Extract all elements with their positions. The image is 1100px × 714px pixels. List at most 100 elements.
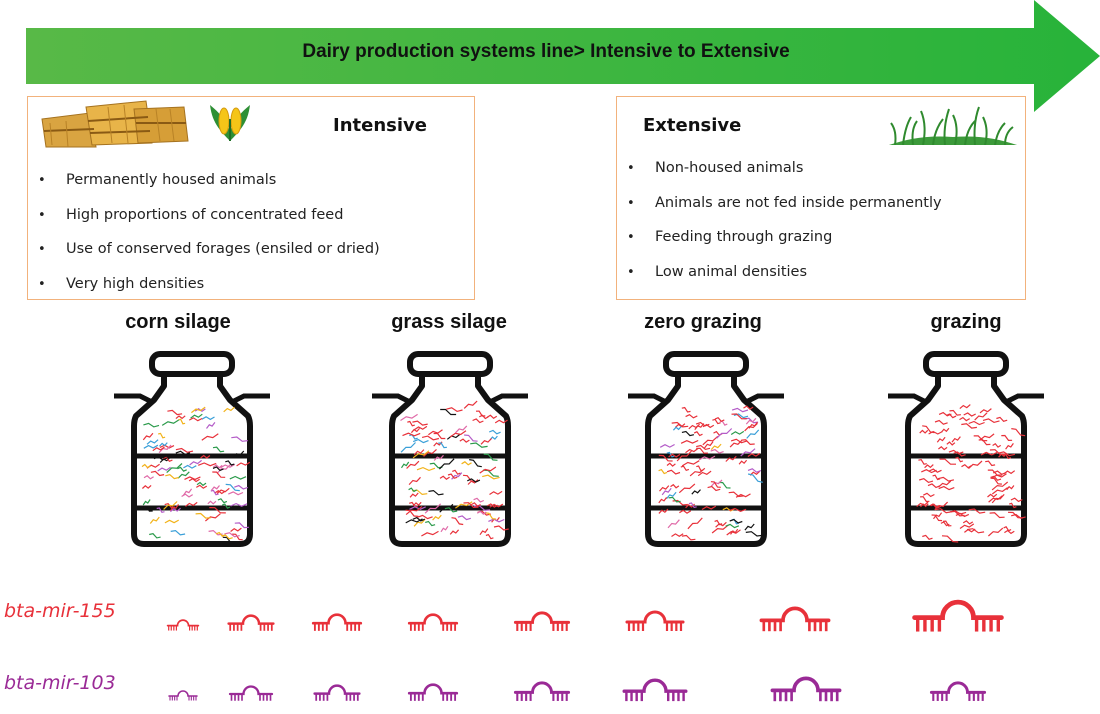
mirna-strand	[714, 416, 725, 423]
mirna-strand	[923, 492, 935, 498]
mirna-strand	[223, 406, 235, 413]
mirna-strand	[421, 435, 440, 441]
mirna-hairpin-icon	[770, 676, 842, 702]
mirna-strand	[661, 487, 672, 496]
mirna-strand	[694, 423, 705, 430]
mirna-strand	[948, 449, 964, 455]
mirna-strand	[1010, 497, 1023, 503]
mirna-strand	[201, 416, 215, 421]
mirna-strand	[428, 489, 444, 496]
mirna-strand	[421, 530, 439, 537]
mirna-strand	[733, 413, 749, 419]
mirna-strand	[933, 512, 943, 520]
mirna-strand	[743, 405, 754, 410]
mirna-strand	[184, 476, 201, 481]
mirna-strand	[987, 493, 998, 498]
mirna-strand	[934, 419, 948, 425]
mirna-strand	[685, 413, 698, 419]
mirna-strand	[937, 476, 955, 482]
mirna-strand	[679, 509, 692, 514]
mirna-strand	[710, 448, 724, 454]
mirna-strand	[991, 481, 1009, 491]
mirna-strand	[440, 525, 449, 533]
jar-label-grass-silage: grass silage	[391, 311, 507, 333]
list-item: •High proportions of concentrated feed	[38, 206, 344, 223]
mirna-strand	[936, 436, 946, 443]
mirna-strand	[212, 471, 226, 478]
mirna-strand	[928, 468, 942, 473]
mirna-strand	[676, 450, 692, 462]
mirna-strand	[207, 500, 217, 505]
mirna-hairpin-icon	[311, 613, 363, 631]
mirna-strand	[234, 522, 249, 529]
mirna-strand	[659, 443, 675, 448]
mirna-strand	[710, 443, 722, 451]
mirna-strand	[471, 502, 481, 507]
mirna-strand	[488, 429, 501, 435]
mirna-strand	[703, 441, 714, 449]
mirna-strand	[212, 446, 225, 453]
mirna-strand	[413, 449, 425, 456]
mirna-strand	[158, 444, 172, 454]
mirna-strand	[142, 432, 154, 441]
mirna-strand	[409, 492, 419, 498]
mirna-strand	[730, 528, 739, 535]
mirna-strand	[470, 442, 488, 448]
mirna-strand	[718, 481, 731, 489]
mirna-strand	[210, 485, 220, 491]
mirna-strand	[231, 436, 248, 442]
mirna-strand	[412, 420, 428, 426]
mirna-strand	[447, 473, 458, 479]
mirna-strand	[229, 475, 247, 480]
mirna-strand	[461, 461, 472, 466]
mirna-strand	[921, 469, 937, 474]
mirna-strand	[485, 533, 494, 540]
mirna-hairpin-icon	[759, 606, 831, 632]
mirna-strand	[731, 407, 749, 413]
mirna-strand	[980, 451, 998, 456]
mirna-strand	[698, 455, 716, 461]
extensive-box: Extensive •Non-housed animals •Animals a…	[616, 96, 1026, 300]
mirna-strand	[482, 469, 499, 477]
mirna-strand	[741, 439, 755, 446]
mirna-strand	[702, 435, 719, 446]
mirna-strand	[725, 455, 737, 462]
mirna-strand	[746, 429, 760, 439]
mirna-strand	[220, 463, 236, 469]
mirna-strand	[494, 419, 508, 424]
mirna-strand	[696, 447, 708, 454]
mirna-strand	[163, 456, 173, 463]
mirna-strand	[991, 487, 1008, 495]
mirna-strand	[725, 523, 740, 529]
mirna-strand	[440, 408, 457, 416]
corn-icon	[210, 105, 250, 141]
mirna-strand	[413, 425, 428, 431]
mirna-hairpin-icon	[313, 684, 361, 701]
mirna-strand	[1006, 485, 1015, 491]
mirna-strand	[483, 453, 498, 461]
mirna-strand	[142, 505, 153, 512]
mirna-strand	[405, 509, 419, 517]
intensive-box: Intensive •Permanently housed animals •H…	[27, 96, 475, 300]
mirna-strand	[408, 476, 421, 486]
mirna-strand	[200, 454, 211, 459]
mirna-strand	[175, 415, 186, 420]
mirna-strand	[696, 465, 704, 472]
mirna-strand	[1011, 513, 1026, 519]
mirna-strand	[189, 459, 202, 466]
mirna-strand	[1003, 526, 1012, 532]
mirna-strand	[406, 460, 420, 469]
mirna-strand	[475, 410, 486, 417]
mirna-strand	[990, 477, 1002, 485]
mirna-strand	[428, 429, 443, 436]
mirna-strand	[143, 422, 160, 428]
mirna-strand	[469, 459, 482, 468]
mirna-strand	[161, 419, 180, 426]
mirna-strand	[209, 507, 226, 514]
mirna-strand	[1002, 453, 1012, 460]
mirna-strand	[157, 466, 171, 472]
arrow-shape	[26, 0, 1100, 112]
mirna-strand	[183, 464, 197, 469]
mirna-hairpin-icon	[513, 611, 571, 631]
mirna-strand	[411, 489, 428, 496]
